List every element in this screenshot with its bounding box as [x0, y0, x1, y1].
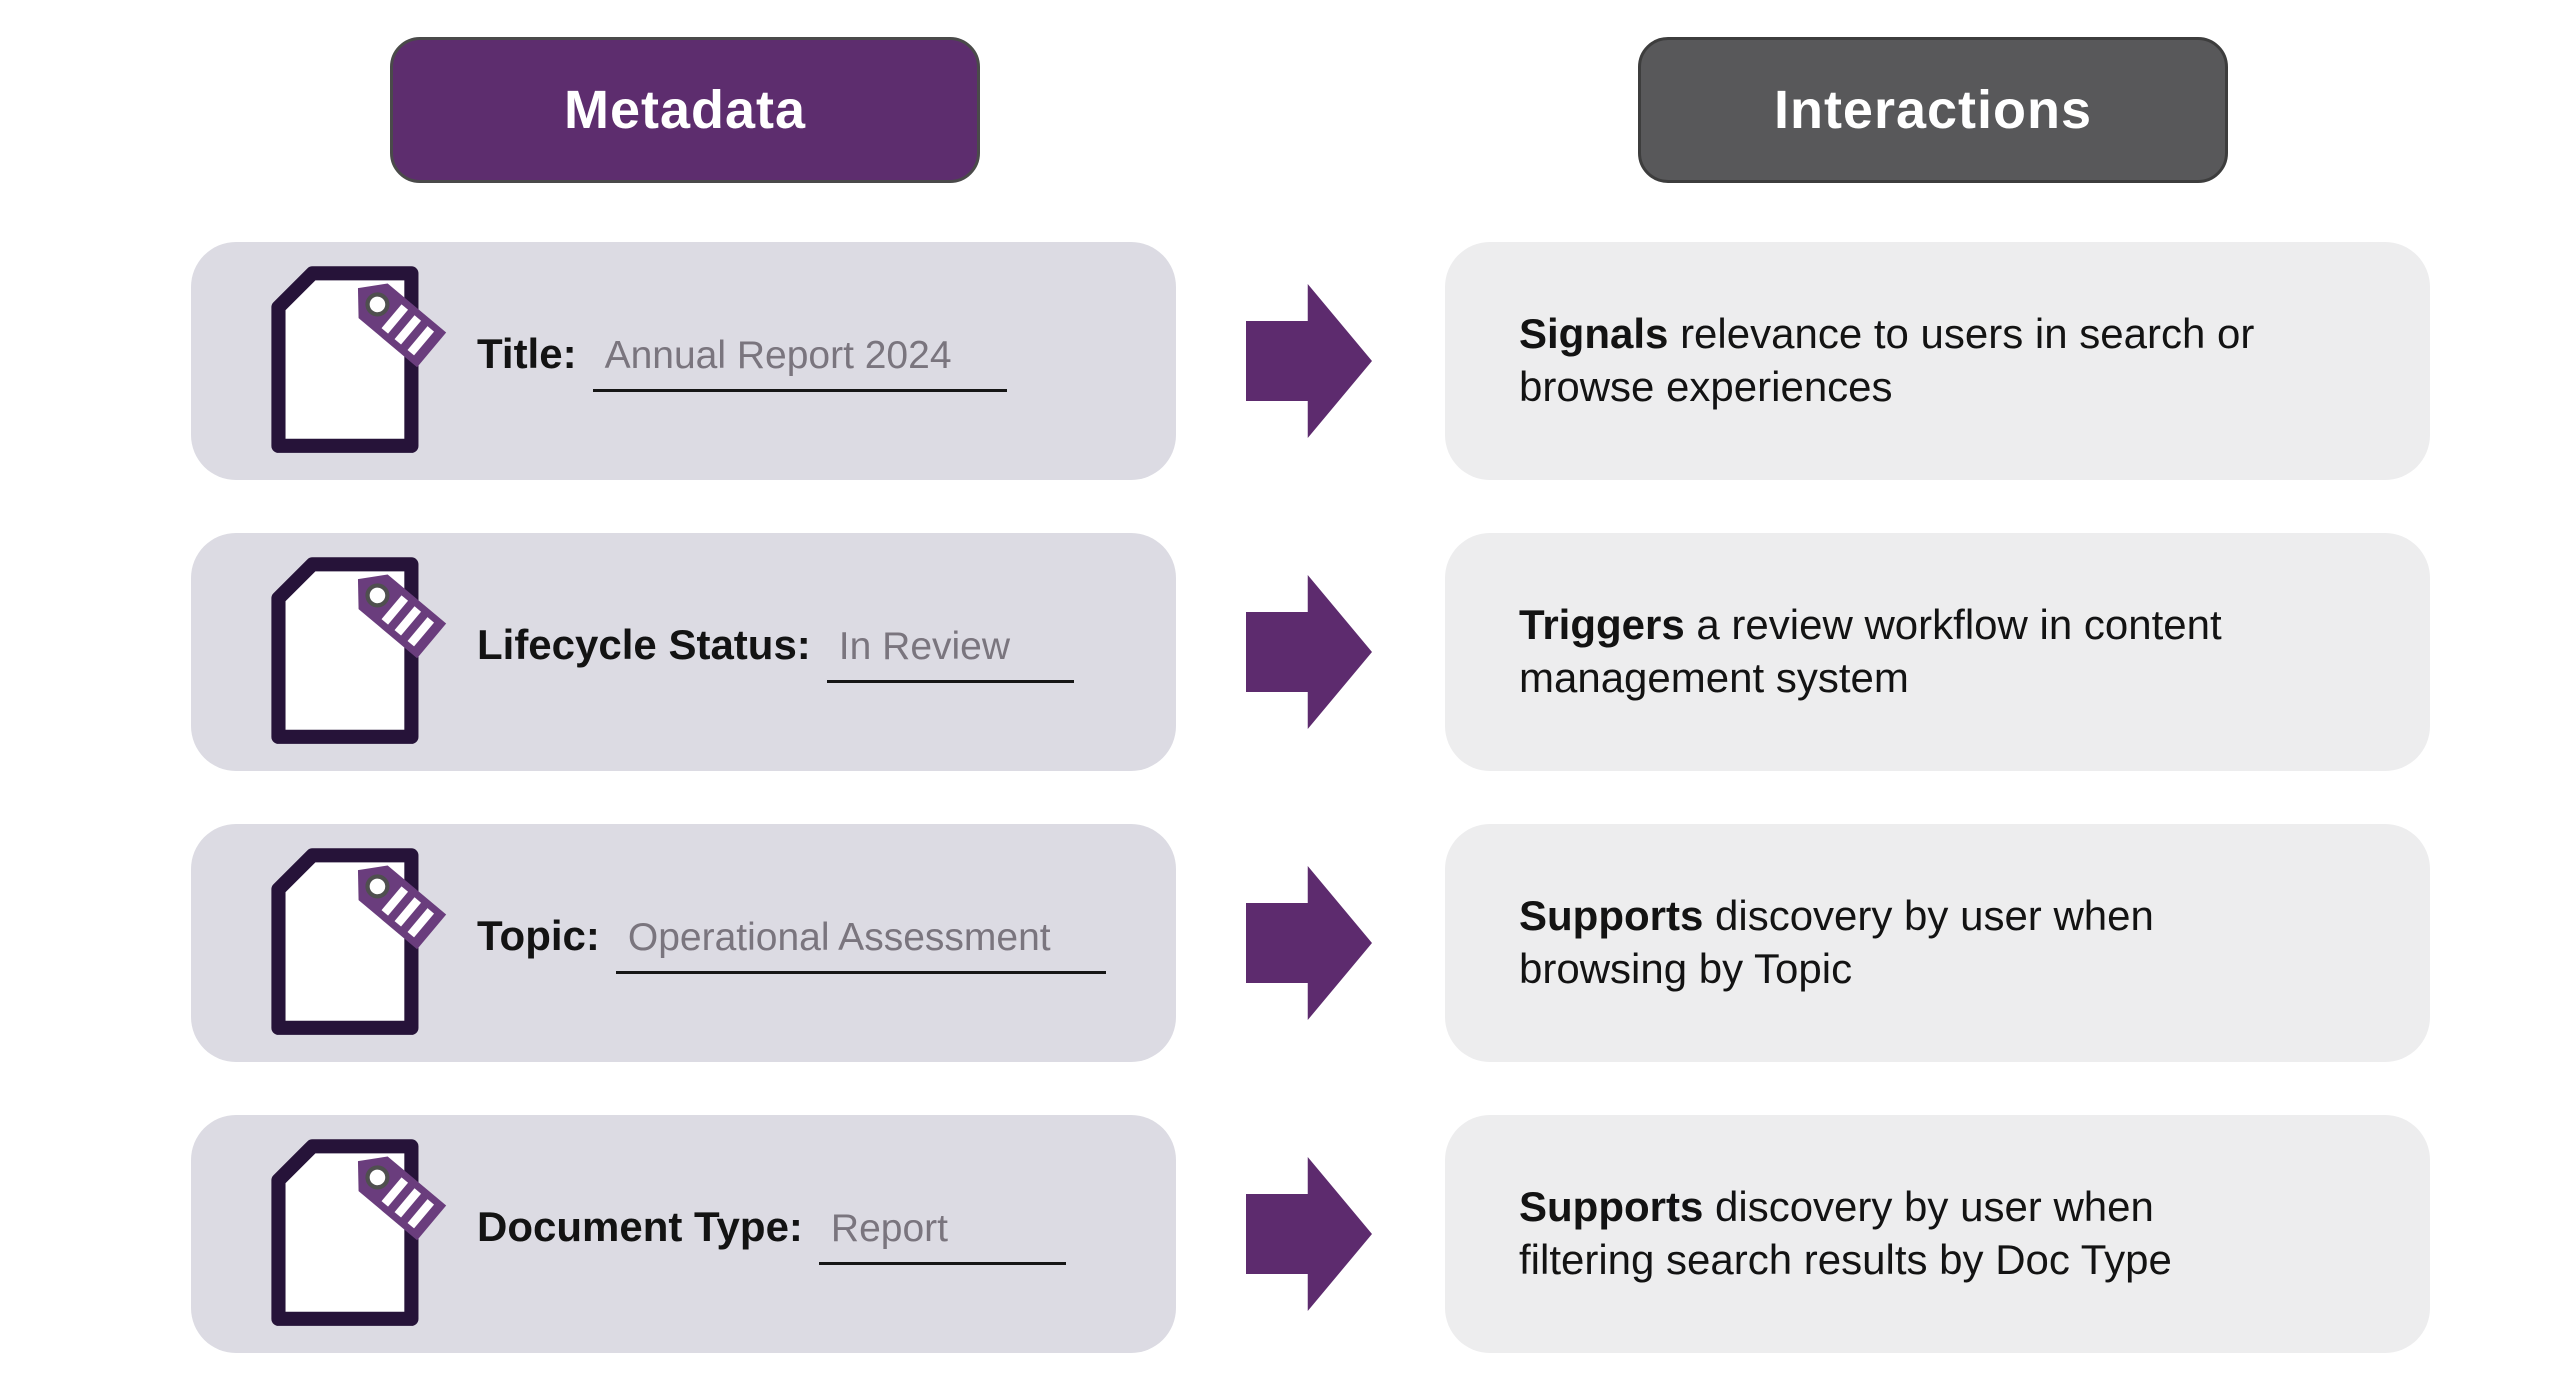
- interaction-text: Supports discovery by user when filterin…: [1519, 1181, 2172, 1287]
- metadata-card: Title: Annual Report 2024: [191, 242, 1176, 480]
- metadata-field: Document Type: Report: [477, 1203, 1066, 1265]
- right-arrow-icon: [1246, 866, 1372, 1020]
- field-label: Lifecycle Status:: [477, 621, 811, 668]
- metadata-header-label: Metadata: [563, 80, 807, 140]
- interaction-line1: discovery by user when: [1715, 892, 2154, 940]
- interaction-bold-word: Signals: [1519, 310, 1669, 358]
- interaction-card: Signals relevance to users in search or …: [1445, 242, 2430, 480]
- interaction-bold-word: Supports: [1519, 892, 1704, 940]
- field-value: Annual Report 2024: [592, 334, 1007, 392]
- right-arrow-icon: [1246, 1157, 1372, 1311]
- interaction-card: Triggers a review workflow in content ma…: [1445, 533, 2430, 771]
- interaction-bold-word: Supports: [1519, 1183, 1704, 1231]
- field-label: Topic:: [477, 912, 600, 959]
- interaction-bold-word: Triggers: [1519, 601, 1685, 649]
- document-with-tag-icon: [271, 848, 447, 1035]
- interaction-text: Supports discovery by user when browsing…: [1519, 890, 2154, 996]
- document-with-tag-icon: [271, 266, 447, 453]
- interaction-card: Supports discovery by user when filterin…: [1445, 1115, 2430, 1353]
- interaction-card: Supports discovery by user when browsing…: [1445, 824, 2430, 1062]
- metadata-card: Lifecycle Status: In Review: [191, 533, 1176, 771]
- metadata-card: Topic: Operational Assessment: [191, 824, 1176, 1062]
- metadata-card: Document Type: Report: [191, 1115, 1176, 1353]
- interaction-line2: filtering search results by Doc Type: [1519, 1236, 2172, 1283]
- diagram-row: Title: Annual Report 2024 Signals releva…: [0, 242, 2560, 480]
- interaction-line2: browse experiences: [1519, 363, 1893, 410]
- field-value: In Review: [826, 625, 1074, 683]
- document-with-tag-icon: [271, 557, 447, 744]
- interaction-line2: browsing by Topic: [1519, 945, 1853, 992]
- document-with-tag-icon: [271, 1139, 447, 1326]
- metadata-field: Topic: Operational Assessment: [477, 912, 1106, 974]
- field-value: Operational Assessment: [615, 916, 1106, 974]
- interaction-line1: discovery by user when: [1715, 1183, 2154, 1231]
- interaction-line2: management system: [1519, 654, 1909, 701]
- diagram-row: Topic: Operational Assessment Supports d…: [0, 824, 2560, 1062]
- interaction-text: Signals relevance to users in search or …: [1519, 308, 2254, 414]
- field-label: Document Type:: [477, 1203, 803, 1250]
- interaction-text: Triggers a review workflow in content ma…: [1519, 599, 2222, 705]
- interaction-line1: a review workflow in content: [1696, 601, 2222, 649]
- diagram-row: Lifecycle Status: In Review Triggers a r…: [0, 533, 2560, 771]
- field-label: Title:: [477, 330, 577, 377]
- metadata-field: Title: Annual Report 2024: [477, 330, 1007, 392]
- interactions-header-badge: Interactions: [1638, 37, 2228, 183]
- interaction-line1: relevance to users in search or: [1680, 310, 2255, 358]
- interactions-header-label: Interactions: [1773, 80, 2093, 140]
- metadata-header-badge: Metadata: [390, 37, 980, 183]
- right-arrow-icon: [1246, 575, 1372, 729]
- field-value: Report: [818, 1207, 1066, 1265]
- diagram-row: Document Type: Report Supports discovery…: [0, 1115, 2560, 1353]
- right-arrow-icon: [1246, 284, 1372, 438]
- metadata-field: Lifecycle Status: In Review: [477, 621, 1074, 683]
